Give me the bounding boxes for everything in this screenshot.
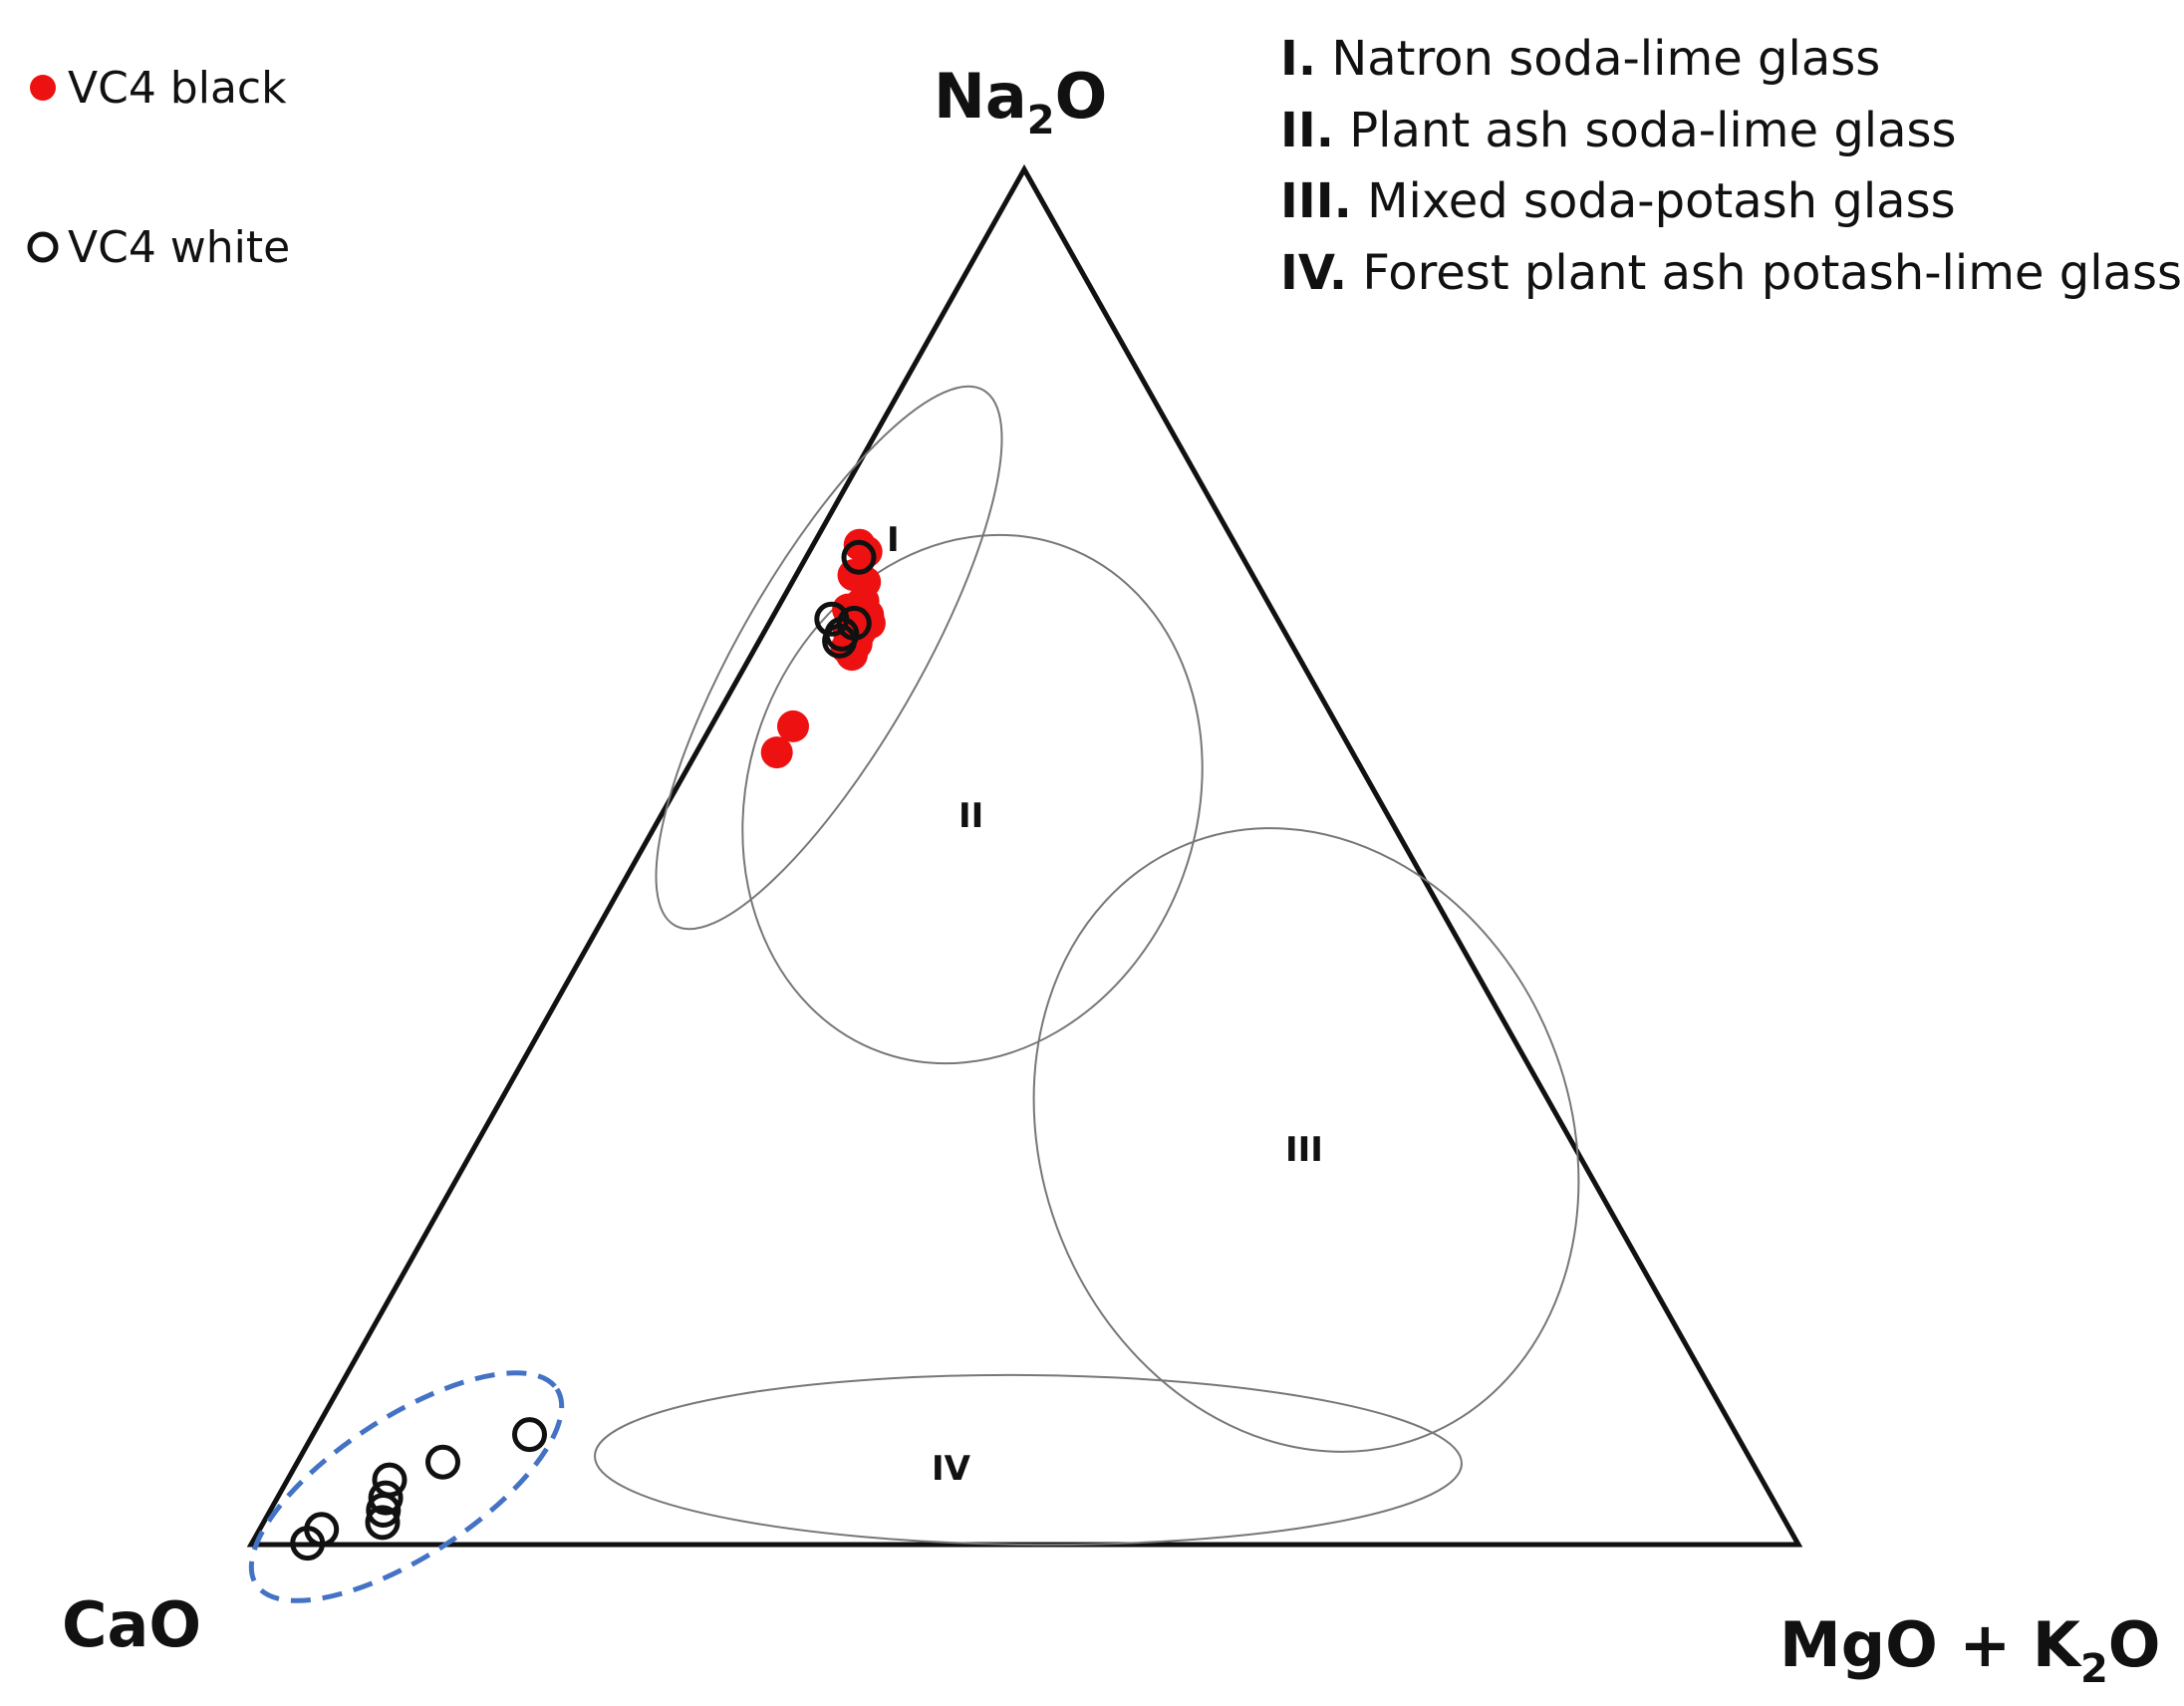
data-point-vc4-white-6	[512, 1417, 547, 1453]
field-label-iv: IV	[932, 1449, 971, 1489]
legend-label-vc4-black: VC4 black	[68, 63, 287, 114]
field-i-ellipse	[655, 385, 1003, 931]
field-label-i: I	[887, 520, 900, 560]
data-point-vc4-white-5	[822, 623, 858, 659]
data-point-vc4-white-13	[290, 1526, 326, 1562]
data-point-vc4-white-7	[425, 1444, 460, 1480]
field-label-iii: III	[1285, 1130, 1323, 1170]
data-point-vc4-white-10	[366, 1493, 402, 1528]
data-point-vc4-white-9	[368, 1480, 404, 1516]
legend-marker-vc4-white	[27, 231, 59, 263]
field-ii-ellipse	[741, 533, 1204, 1065]
field-key: I. Natron soda-lime glass II. Plant ash …	[1280, 31, 2182, 301]
data-point-vc4-black-15	[760, 736, 793, 769]
data-point-vc4-white-1	[841, 539, 877, 575]
legend-marker-vc4-black	[30, 75, 56, 101]
legend: VC4 black VC4 white	[27, 63, 290, 273]
ternary-triangle	[246, 163, 1803, 1548]
field-key-item-iv: IV. Forest plant ash potash-lime glass	[1280, 245, 2182, 301]
field-key-item-iii: III. Mixed soda-potash glass	[1280, 173, 1956, 229]
composition-fields	[594, 385, 1580, 1547]
data-point-vc4-black-14	[777, 710, 809, 742]
highlight-ellipse	[248, 1370, 565, 1603]
field-key-item-ii: II. Plant ash soda-lime glass	[1280, 103, 1957, 158]
vertex-label-cao: CaO	[62, 1588, 201, 1661]
field-iii-ellipse	[1032, 827, 1580, 1453]
field-iv-ellipse	[594, 1373, 1463, 1547]
field-label-ii: II	[958, 796, 983, 836]
legend-label-vc4-white: VC4 white	[68, 222, 290, 273]
series-vc4-white	[290, 539, 877, 1562]
vertex-label-na2o: Na2O	[934, 60, 1107, 143]
field-key-item-i: I. Natron soda-lime glass	[1280, 31, 1880, 87]
vertex-label-mgo-k2o: MgO + K2O	[1779, 1608, 2161, 1692]
data-point-vc4-white-11	[365, 1505, 401, 1541]
